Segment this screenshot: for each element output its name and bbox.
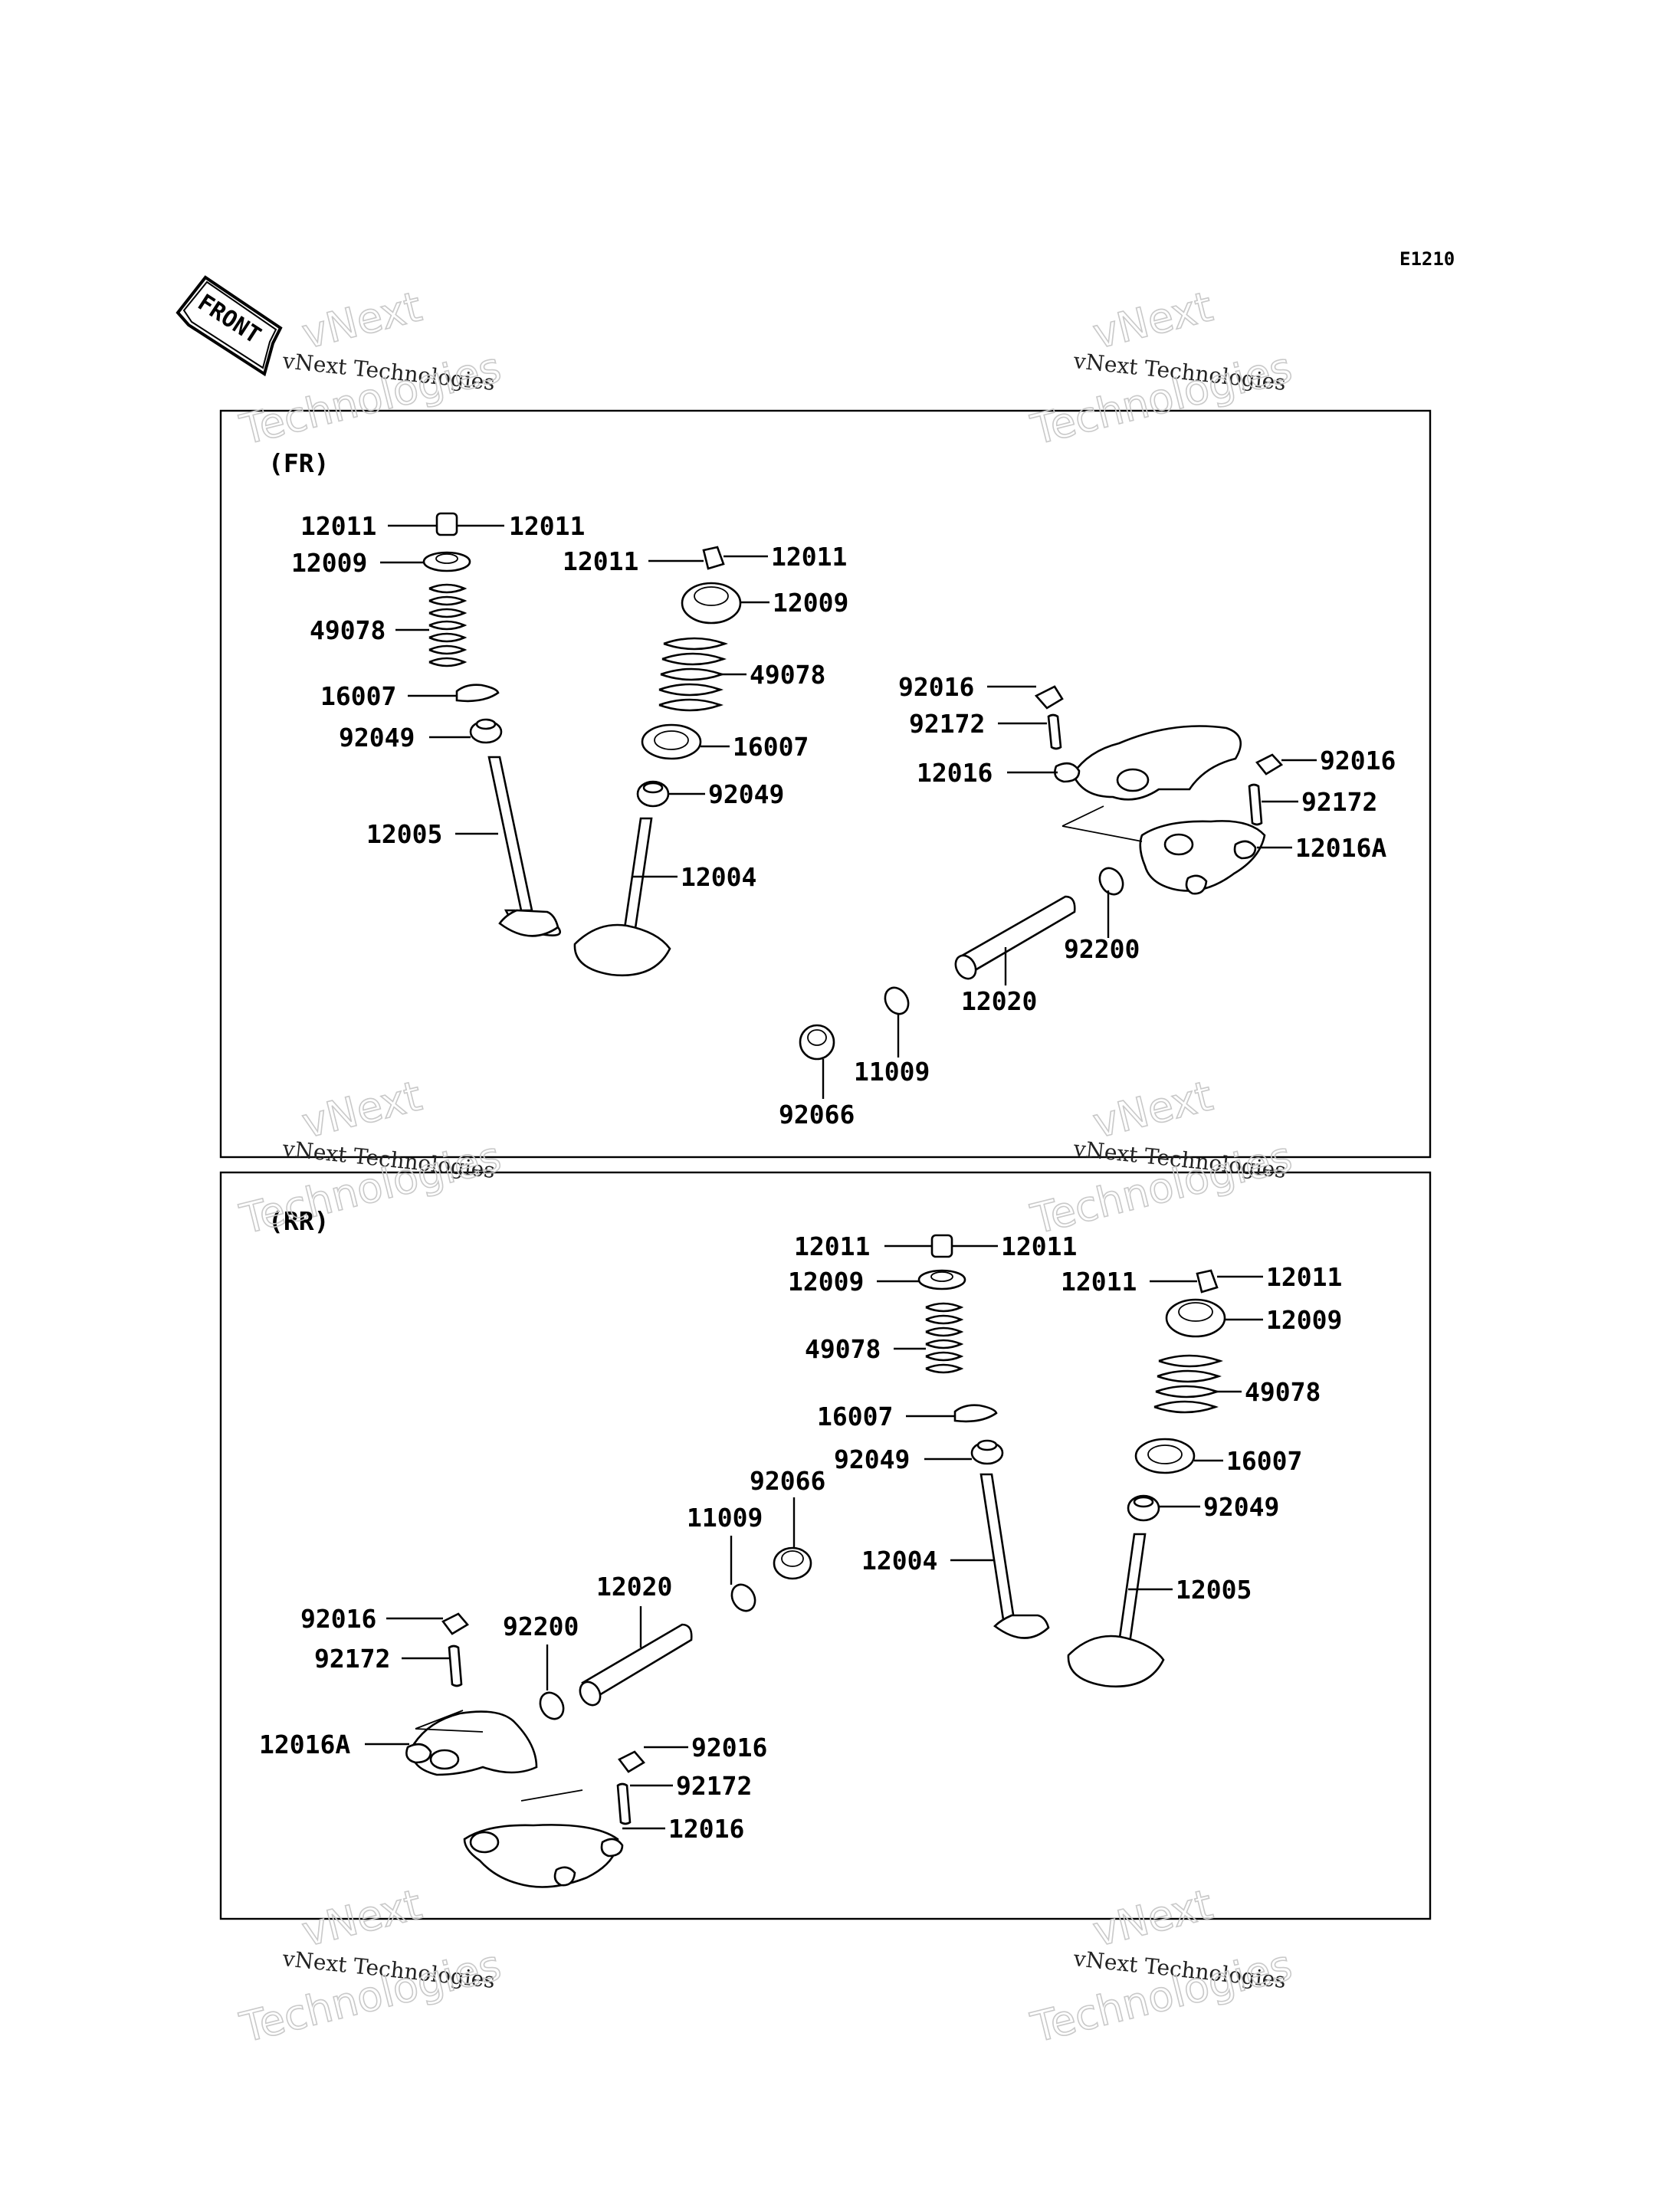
callout-label: 92016 — [691, 1733, 767, 1763]
callout-label: 92049 — [834, 1444, 910, 1474]
callout-label: 12009 — [773, 588, 848, 618]
fr-rocker-arm-assembly — [1034, 685, 1284, 896]
fr-callouts: 12011 12011 12009 49078 16007 92049 1200… — [291, 511, 1396, 1130]
callout-label: 12020 — [961, 986, 1037, 1016]
callout-label: 12004 — [681, 862, 756, 892]
callout-label: 12011 — [509, 511, 585, 541]
diagram-code: E1210 — [1399, 248, 1455, 270]
callout-label: 92172 — [1301, 787, 1377, 817]
callout-label: 12009 — [291, 548, 367, 578]
callout-label: 12016 — [668, 1814, 744, 1844]
svg-text:vNext: vNext — [1088, 282, 1217, 358]
callout-label: 12009 — [788, 1267, 864, 1297]
fr-parts — [422, 512, 1284, 1061]
callout-label: 12011 — [794, 1231, 870, 1261]
callout-label: 92066 — [779, 1100, 855, 1130]
rr-section-label: (RR) — [268, 1206, 329, 1236]
rr-right-valve-assembly — [1067, 1269, 1226, 1688]
callout-label: 12011 — [771, 542, 847, 572]
rr-left-valve-assembly — [917, 1234, 1050, 1639]
rr-callouts: 12011 12011 12009 49078 16007 92049 1200… — [259, 1231, 1342, 1844]
callout-label: 92049 — [1203, 1492, 1279, 1522]
callout-label: 12011 — [563, 546, 638, 576]
svg-text:vNext: vNext — [1088, 1880, 1217, 1956]
callout-label: 92066 — [750, 1466, 825, 1496]
callout-label: 92172 — [314, 1644, 390, 1674]
callout-label: 92049 — [339, 723, 415, 753]
fr-rocker-shaft — [799, 895, 1076, 1061]
svg-text:vNext: vNext — [297, 1071, 426, 1147]
callout-label: 92200 — [503, 1612, 579, 1641]
callout-label: 92172 — [909, 709, 985, 739]
watermark-top-left: vNext vNext Technologies Technologies — [235, 282, 506, 455]
callout-label: 16007 — [1226, 1446, 1302, 1476]
callout-label: 49078 — [805, 1334, 881, 1364]
callout-label: 12016 — [917, 758, 993, 788]
callout-label: 92016 — [1320, 746, 1396, 776]
callout-label: 12011 — [300, 511, 376, 541]
callout-label: 12011 — [1001, 1231, 1077, 1261]
watermark-bottom-right: vNext vNext Technologies Technologies — [1025, 1880, 1297, 2053]
callout-label: 12011 — [1061, 1267, 1137, 1297]
callout-label: 92049 — [708, 779, 784, 809]
callout-label: 16007 — [817, 1402, 893, 1431]
rr-rocker-shaft — [539, 1546, 812, 1720]
callout-label: 11009 — [854, 1057, 930, 1087]
callout-label: 11009 — [687, 1503, 763, 1533]
front-arrow-icon: FRONT — [176, 275, 283, 377]
callout-label: 12009 — [1266, 1305, 1342, 1335]
callout-label: 49078 — [1245, 1377, 1321, 1407]
callout-label: 12016A — [259, 1730, 350, 1759]
callout-label: 49078 — [310, 615, 386, 645]
fr-left-valve-assembly — [422, 512, 562, 937]
callout-label: 92172 — [676, 1771, 752, 1801]
fr-section-frame — [219, 409, 1432, 1159]
callout-label: 16007 — [320, 681, 396, 711]
fr-section-label: (FR) — [268, 448, 329, 478]
callout-label: 12020 — [596, 1572, 672, 1602]
callout-label: 12011 — [1266, 1262, 1342, 1292]
svg-text:vNext: vNext — [297, 1880, 426, 1956]
callout-label: 12004 — [861, 1546, 937, 1576]
rr-section-frame — [219, 1171, 1432, 1920]
callout-label: 12005 — [366, 819, 442, 849]
callout-label: 16007 — [733, 732, 809, 762]
callout-label: 12016A — [1295, 833, 1386, 863]
fr-right-valve-assembly — [573, 546, 742, 977]
callout-label: 92016 — [898, 672, 974, 702]
callout-label: 12005 — [1176, 1575, 1252, 1605]
callout-label: 92200 — [1064, 934, 1140, 964]
callout-label: 49078 — [750, 660, 825, 690]
callout-label: 92016 — [300, 1604, 376, 1634]
watermark-bottom-left: vNext vNext Technologies Technologies — [235, 1880, 506, 2053]
watermark-top-right: vNext vNext Technologies Technologies — [1025, 282, 1297, 455]
svg-text:vNext: vNext — [1088, 1071, 1217, 1147]
rr-parts — [405, 1234, 1226, 1888]
rr-rocker-arm-assembly — [405, 1612, 645, 1888]
svg-text:vNext: vNext — [297, 282, 426, 358]
